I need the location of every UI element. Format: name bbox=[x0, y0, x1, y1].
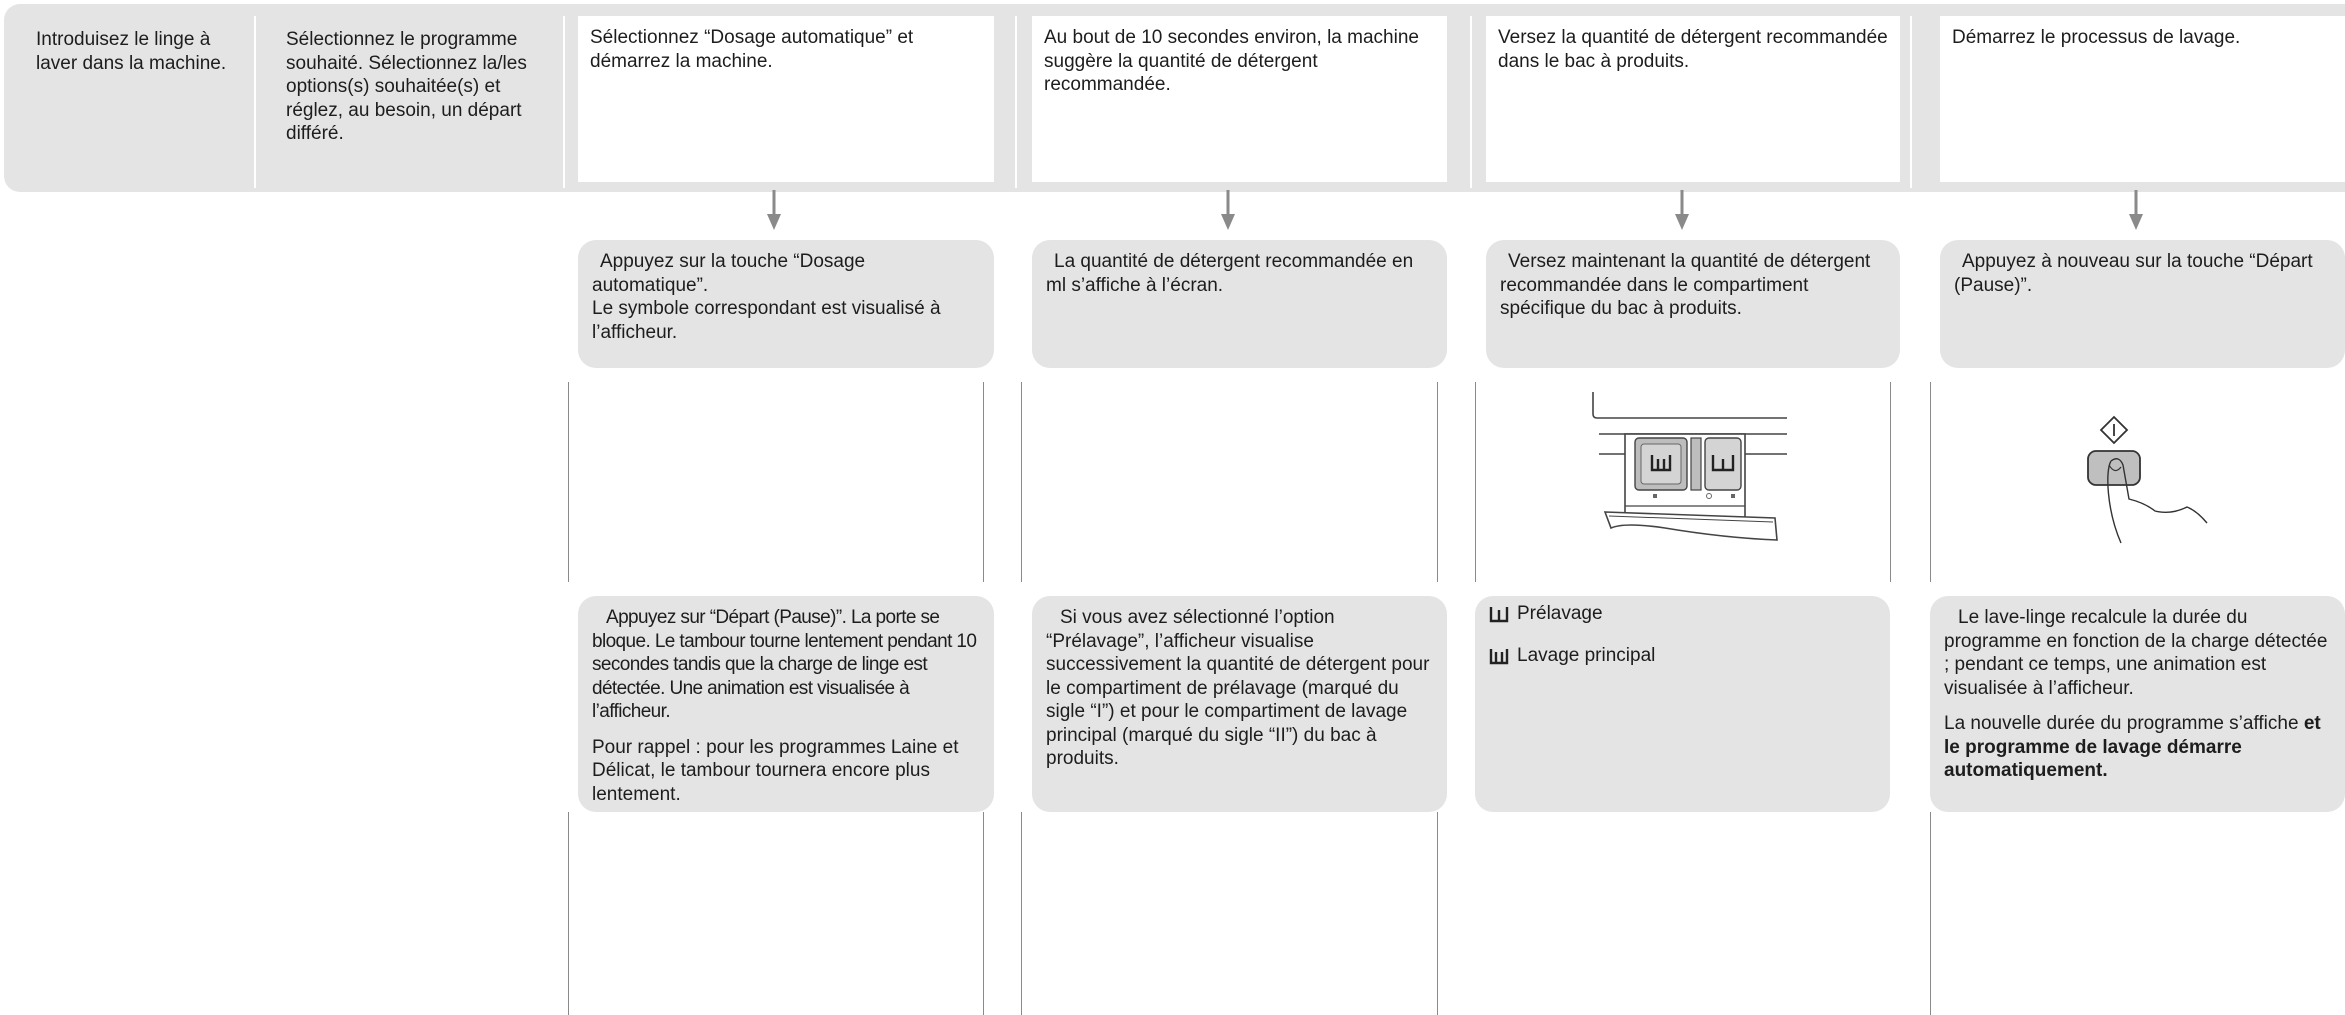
step-1-text: Introduisez le linge à laver dans la mac… bbox=[36, 29, 227, 74]
column-divider bbox=[1910, 16, 1912, 188]
action-6-box: Appuyez à nouveau sur la touche “Départ … bbox=[1940, 240, 2345, 368]
step-2-text: Sélectionnez le programme souhaité. Séle… bbox=[286, 29, 527, 144]
detail-6-paragraph-1: Le lave-linge recalcule la durée du prog… bbox=[1944, 607, 2328, 699]
guide-line bbox=[1890, 382, 1891, 582]
action-4-text: La quantité de détergent recommandée en … bbox=[1046, 251, 1414, 296]
column-divider bbox=[254, 16, 256, 188]
detergent-drawer-icon bbox=[1592, 392, 1787, 541]
action-6-text: Appuyez à nouveau sur la touche “Départ … bbox=[1954, 251, 2313, 296]
detail-6-box: Le lave-linge recalcule la durée du prog… bbox=[1930, 596, 2345, 812]
guide-line bbox=[1437, 382, 1438, 582]
guide-line bbox=[1437, 812, 1438, 1015]
action-3-box: Appuyez sur la touche “Dosage automatiqu… bbox=[578, 240, 994, 368]
detail-3-paragraph-1: Appuyez sur “Départ (Pause)”. La porte s… bbox=[592, 607, 977, 722]
detail-6-bold-text: et le programme de lavage démarre automa… bbox=[1944, 713, 2321, 781]
action-3-line-2: Le symbole correspondant est visualisé à… bbox=[592, 298, 941, 343]
detail-6-paragraph-2: La nouvelle durée du programme s’affiche… bbox=[1944, 712, 2331, 783]
guide-line bbox=[568, 382, 569, 582]
step-4-box: Au bout de 10 secondes environ, la machi… bbox=[1032, 16, 1447, 182]
action-4-box: La quantité de détergent recommandée en … bbox=[1032, 240, 1447, 368]
column-divider bbox=[1470, 16, 1472, 188]
down-arrow-icon bbox=[2129, 190, 2143, 230]
action-5-text: Versez maintenant la quantité de déterge… bbox=[1500, 251, 1871, 319]
action-5-box: Versez maintenant la quantité de déterge… bbox=[1486, 240, 1900, 368]
guide-line bbox=[1475, 382, 1476, 582]
action-3-line-1: Appuyez sur la touche “Dosage automatiqu… bbox=[592, 251, 866, 296]
detail-4-box: Si vous avez sélectionné l’option “Préla… bbox=[1032, 596, 1447, 812]
detail-5-box: Prélavage Lavage principal bbox=[1475, 596, 1890, 812]
detail-6-normal-text: La nouvelle durée du programme s’affiche bbox=[1944, 713, 2304, 734]
step-3-box: Sélectionnez “Dosage automatique” et dém… bbox=[578, 16, 994, 182]
detail-4-paragraph: Si vous avez sélectionné l’option “Préla… bbox=[1046, 607, 1430, 769]
column-divider bbox=[1015, 16, 1017, 188]
legend-prewash-label: Prélavage bbox=[1517, 603, 1603, 625]
down-arrow-icon bbox=[1221, 190, 1235, 230]
main-wash-compartment-icon bbox=[1489, 649, 1509, 665]
start-pause-button-icon bbox=[2087, 415, 2208, 544]
guide-line bbox=[1930, 812, 1931, 1015]
legend-prewash: Prélavage bbox=[1489, 602, 1876, 626]
guide-line bbox=[1021, 382, 1022, 582]
step-6-box: Démarrez le processus de lavage. bbox=[1940, 16, 2345, 182]
legend-main-wash: Lavage principal bbox=[1489, 644, 1876, 668]
detail-3-box: Appuyez sur “Départ (Pause)”. La porte s… bbox=[578, 596, 994, 812]
down-arrow-icon bbox=[767, 190, 781, 230]
guide-line bbox=[1021, 812, 1022, 1015]
down-arrow-icon bbox=[1675, 190, 1689, 230]
legend-main-wash-label: Lavage principal bbox=[1517, 645, 1656, 667]
guide-line bbox=[983, 812, 984, 1015]
guide-line bbox=[568, 812, 569, 1015]
step-5-box: Versez la quantité de détergent recomman… bbox=[1486, 16, 1900, 182]
guide-line bbox=[983, 382, 984, 582]
prewash-compartment-icon bbox=[1489, 607, 1509, 623]
guide-line bbox=[1930, 382, 1931, 582]
column-divider bbox=[563, 16, 565, 188]
detail-3-paragraph-2: Pour rappel : pour les programmes Laine … bbox=[592, 736, 959, 805]
